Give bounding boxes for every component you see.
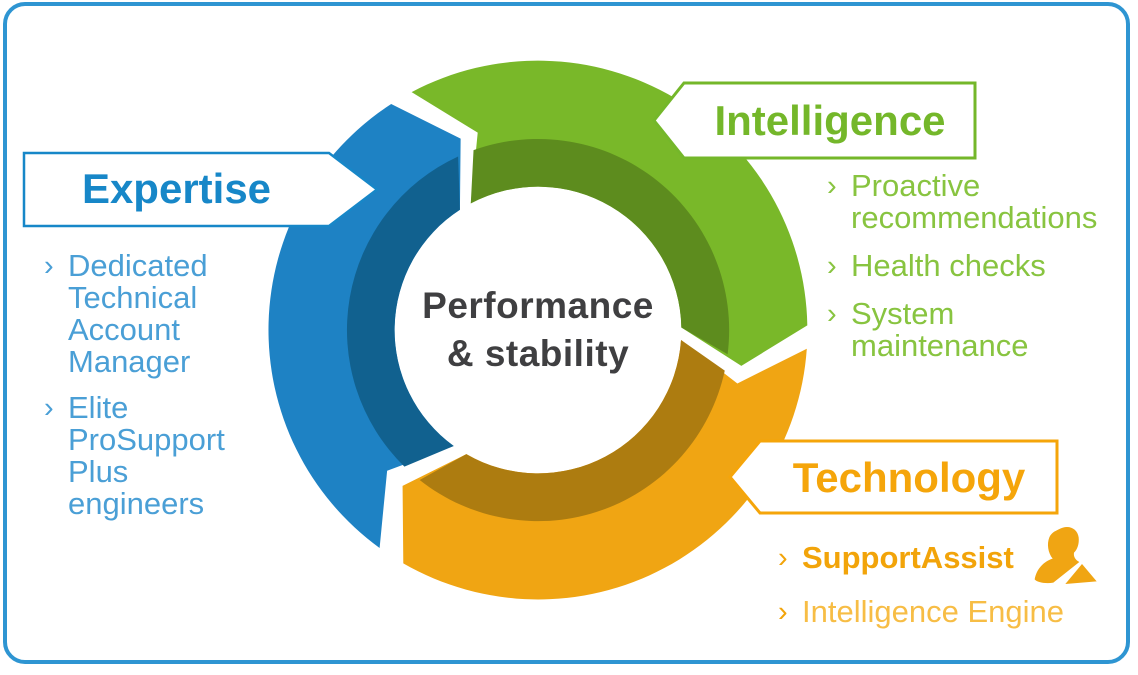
list-item-text: Elite ProSupport Plus engineers <box>68 390 225 521</box>
list-item-text: SupportAssist <box>802 540 1014 575</box>
intelligence-plate-shape <box>652 81 977 160</box>
list-item-text: Intelligence Engine <box>802 594 1064 629</box>
chevron-bullet-icon: › <box>44 392 54 424</box>
center-label-line2: & stability <box>446 333 630 374</box>
expertise-plate <box>22 151 380 228</box>
expertise-arc-inner-shade <box>346 156 460 467</box>
expertise-title: Expertise <box>81 165 272 212</box>
list-item: › Intelligence Engine <box>778 594 1108 629</box>
list-item-text: Health checks <box>851 248 1046 283</box>
list-item-text: Proactive recommendations <box>851 168 1098 235</box>
intelligence-list: › Proactive recommendations › Health che… <box>827 170 1117 378</box>
chevron-bullet-icon: › <box>827 170 837 202</box>
person-silhouette-icon <box>1034 526 1097 584</box>
expertise-plate-shape <box>22 151 380 228</box>
intelligence-arc-inner-shade <box>470 138 730 355</box>
chevron-bullet-icon: › <box>778 542 788 574</box>
list-item: › Proactive recommendations <box>827 170 1117 234</box>
technology-title: Technology <box>792 453 1026 501</box>
list-item: › System maintenance <box>827 298 1117 362</box>
list-item-text: System maintenance <box>851 296 1029 363</box>
person-shoulder <box>1065 564 1097 584</box>
intelligence-title: Intelligence <box>714 96 946 144</box>
chevron-bullet-icon: › <box>827 250 837 282</box>
technology-list: › SupportAssist › Intelligence Engine <box>778 542 1108 650</box>
chevron-bullet-icon: › <box>44 250 54 282</box>
center-label-line1: Performance <box>422 285 654 326</box>
technology-arc-inner-shade <box>419 339 725 522</box>
list-item: › SupportAssist <box>778 540 1108 575</box>
technology-plate-shape <box>728 439 1059 515</box>
chevron-bullet-icon: › <box>778 596 788 628</box>
list-item: › Health checks <box>827 248 1117 283</box>
list-item: › Dedicated Technical Account Manager <box>44 250 304 378</box>
person-head-torso <box>1034 526 1080 584</box>
list-item: › Elite ProSupport Plus engineers <box>44 392 304 520</box>
technology-plate <box>728 439 1059 515</box>
cycle-donut <box>268 60 808 600</box>
center-label: Performance & stability <box>388 282 688 378</box>
expertise-list: › Dedicated Technical Account Manager › … <box>44 250 304 534</box>
intelligence-plate <box>652 81 977 160</box>
chevron-bullet-icon: › <box>827 298 837 330</box>
list-item-text: Dedicated Technical Account Manager <box>68 248 208 379</box>
